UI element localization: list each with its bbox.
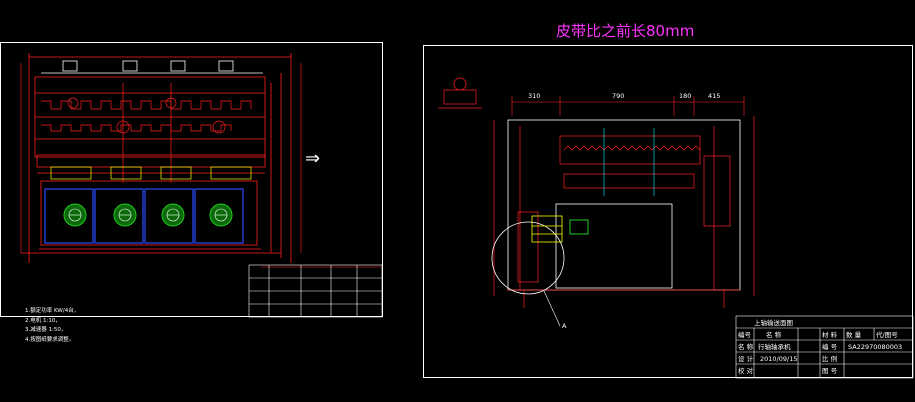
note-line: 2.电机 1:10， [25,317,61,324]
annotation-text: 皮带比之前长80mm [556,22,695,40]
tb-sheet-label: 图 号 [822,367,838,375]
left-drawing-sheet: 1.额定功率 KW/4台， 2.电机 1:10， 3.减速器 1:50， 4.按… [0,42,383,343]
left-title-block [248,264,383,318]
tb-design-label: 设 计 [738,354,754,363]
dim-label: 790 [612,92,624,100]
callout-label: A [562,322,567,330]
detail-callout: A [491,221,567,330]
tb-header-cell: 材 料 [822,330,838,339]
note-line: 4.按图纸要求调整。 [25,336,75,343]
note-line: 3.减速器 1:50， [25,327,67,334]
right-drawing-sheet: 310 790 180 415 A [423,45,914,379]
dim-label: 310 [528,92,540,100]
right-drawing-svg: 310 790 180 415 A [438,77,914,379]
tb-check-label: 校 对 [738,366,754,375]
arrow-icon: ⇒ [305,148,321,169]
tb-header-cell: 名 称 [766,330,782,339]
tb-name-value: 行轴轴承机 [758,342,791,351]
tb-header-cell: 编号 [738,330,752,339]
motor-row [44,188,244,244]
tb-design-date: 2010/09/15 [760,355,797,363]
tb-drawing-no-label: 编 号 [822,342,838,351]
drawing-title: 上轴输送面图 [754,318,793,327]
right-title-block [735,315,914,379]
tb-drawing-no-value: SA22970080003 [848,343,902,351]
dim-label: 180 [679,92,691,100]
left-drawing-svg [20,53,383,318]
tb-name-label: 名 称 [738,342,754,351]
tb-header-cell: 代/图号 [876,330,898,339]
tb-ratio-label: 比 例 [822,354,837,363]
note-line: 1.额定功率 KW/4台， [25,308,80,314]
left-notes: 1.额定功率 KW/4台， 2.电机 1:10， 3.减速器 1:50， 4.按… [25,307,79,345]
tb-header-cell: 数 量 [846,330,862,339]
detail-view [438,77,482,109]
dim-label: 415 [708,92,720,100]
